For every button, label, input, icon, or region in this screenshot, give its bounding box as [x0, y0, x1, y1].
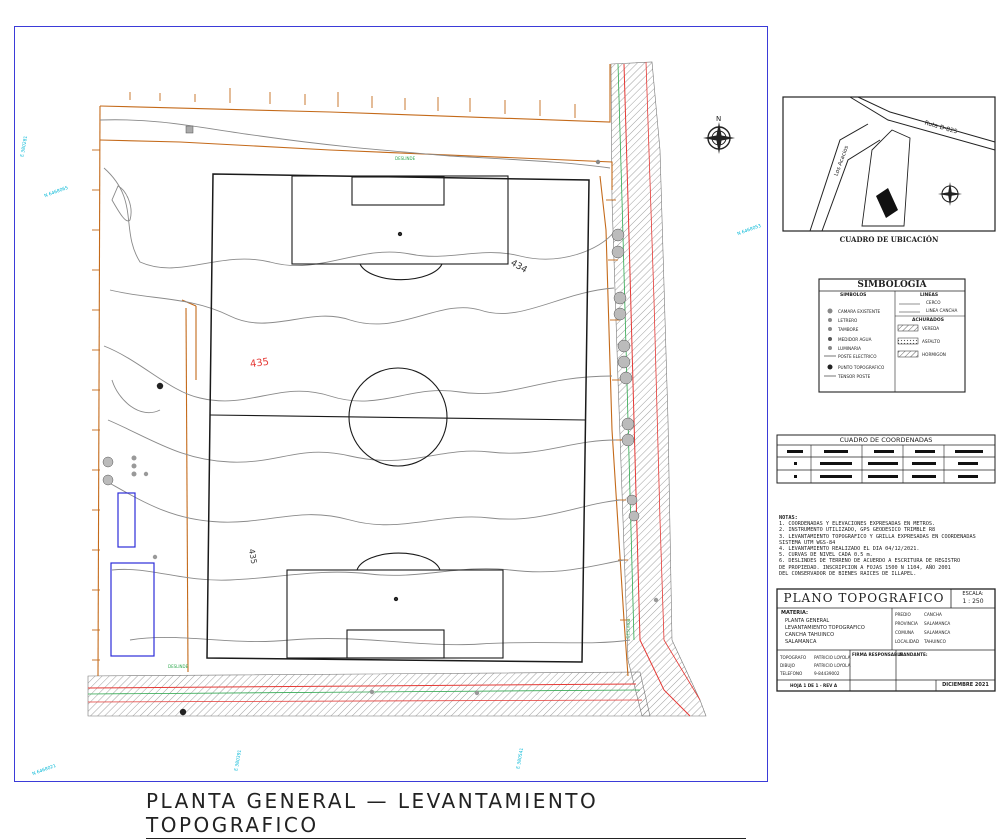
note-line: 3. LEVANTAMIENTO TOPOGRAFICO Y GRILLA EX… [779, 533, 976, 540]
title-block [776, 588, 996, 692]
location-row-value: SALAMANCA [924, 630, 951, 635]
coordinates-table [776, 434, 996, 484]
note-line: SISTEMA UTM WGS-84 [779, 539, 836, 546]
legend-symbol-item: MEDIDOR AGUA [838, 337, 872, 342]
location-map-title: CUADRO DE UBICACIÓN [839, 235, 939, 244]
legend-symbol-item: TAMBORE [838, 327, 859, 332]
materia-line: CANCHA TAHUINCO [785, 632, 835, 638]
note-line: DE PROPIEDAD. INSCRIPCION A FOJAS 1500 N… [779, 564, 951, 571]
location-row-label: COMUNA [895, 630, 914, 635]
contour-lines [99, 119, 631, 646]
sheet-label: HOJA 1 DE 1 - REV A [790, 683, 838, 688]
note-line: DEL CONSERVADOR DE BIENES RAICES DE ILLA… [779, 570, 917, 577]
legend-symbol-item: PUNTO TOPOGRAFICO [838, 365, 885, 370]
drawing-title: PLANTA GENERAL — LEVANTAMIENTO TOPOGRAFI… [146, 789, 746, 839]
materia-line: SALAMANCA [785, 639, 817, 645]
drawing-frame [14, 26, 768, 782]
plan-title: PLANO TOPOGRAFICO [783, 591, 945, 605]
legend-symbols-header: SIMBOLOS [840, 293, 867, 298]
materia-line: LEVANTAMIENTO TOPOGRAFICO [785, 625, 865, 631]
location-row-value: TAHUINCO [924, 639, 946, 644]
staff-row-value: PATRICIO LOYOLA [814, 655, 851, 660]
staff-row-label: TELEFONO [780, 671, 803, 676]
date-label: DICIEMBRE 2021 [942, 682, 989, 688]
legend-line-item: CERCO [926, 300, 941, 305]
road-strip-south [87, 671, 651, 717]
legend-symbol-item: TENSOR POSTE [838, 374, 871, 379]
location-row-value: CANCHA [924, 612, 942, 617]
notes-block: NOTAS: 1. COORDENADAS Y ELEVACIONES EXPR… [779, 515, 1001, 577]
staff-row-value: 9-84439002 [814, 671, 840, 676]
legend-hatch-item: ASFALTO [922, 339, 941, 344]
location-row-label: LOCALIDAD [895, 639, 920, 644]
note-line: 6. DESLINDES DE TERRENO DE ACUERDO A ESC… [779, 558, 961, 565]
notes-header: NOTAS: [779, 515, 798, 521]
svg-text:N: N [716, 115, 721, 123]
location-north-icon [938, 182, 962, 206]
staff-row-label: DIBUJO [780, 663, 795, 668]
legend-box [818, 278, 966, 393]
road-strip-east [610, 61, 707, 717]
note-line: 5. CURVAS DE NIVEL CADA 0.5 m. [779, 552, 873, 559]
staff-row-value: PATRICIO LOYOLA [814, 663, 851, 668]
legend-symbol-item: POSTE ELECTRICO [838, 354, 877, 359]
fence-lines [97, 64, 629, 677]
note-line: 1. COORDENADAS Y ELEVACIONES EXPRESADAS … [779, 521, 936, 528]
note-line: 2. INSTRUMENTO UTILIZADO, GPS GEODESICO … [779, 527, 936, 534]
materia-line: PLANTA GENERAL [785, 618, 830, 624]
legend-hatch-item: HORMIGON [922, 352, 946, 357]
staff-row-label: TOPOGRAFO [780, 655, 807, 660]
structures [110, 492, 155, 657]
legend-symbol-item: CAMARA EXISTENTE [838, 309, 881, 314]
materia-label: MATERIA: [781, 610, 808, 616]
survey-points [131, 125, 659, 716]
legend-symbol-item: LETRERO [838, 318, 858, 323]
border-label: DESLINDE [168, 664, 189, 669]
note-line: 4. LEVANTAMIENTO REALIZADO EL DIA 04/12/… [779, 546, 920, 553]
signature-label: FIRMA RESPONSABLE [852, 652, 903, 657]
location-row-label: PROVINCIA [895, 621, 918, 626]
fence-posts [92, 88, 630, 661]
legend-lines-header: LINEAS [920, 293, 939, 298]
legend-hatch-header: ACHURADOS [912, 318, 944, 323]
coords-table-title: CUADRO DE COORDENADAS [839, 436, 933, 444]
legend-hatch-item: VEREDA [922, 326, 940, 331]
mandante-label: MANDANTE: [899, 652, 928, 657]
legend-line-item: LINEA CANCHA [926, 308, 958, 313]
trees [102, 228, 640, 522]
border-label: DESLINDE [625, 618, 631, 639]
scale-value: 1 : 250 [962, 598, 984, 605]
legend-title: SIMBOLOGIA [857, 280, 927, 290]
north-arrow-icon: N [703, 115, 735, 154]
location-row-value: SALAMANCA [924, 621, 951, 626]
football-pitch [206, 173, 590, 663]
border-label: DESLINDE [395, 156, 416, 161]
location-map [782, 96, 996, 232]
legend-symbol-item: LUMINARIA [838, 346, 862, 351]
scale-label: ESCALA: [962, 591, 984, 597]
location-row-label: PREDIO [895, 612, 911, 617]
